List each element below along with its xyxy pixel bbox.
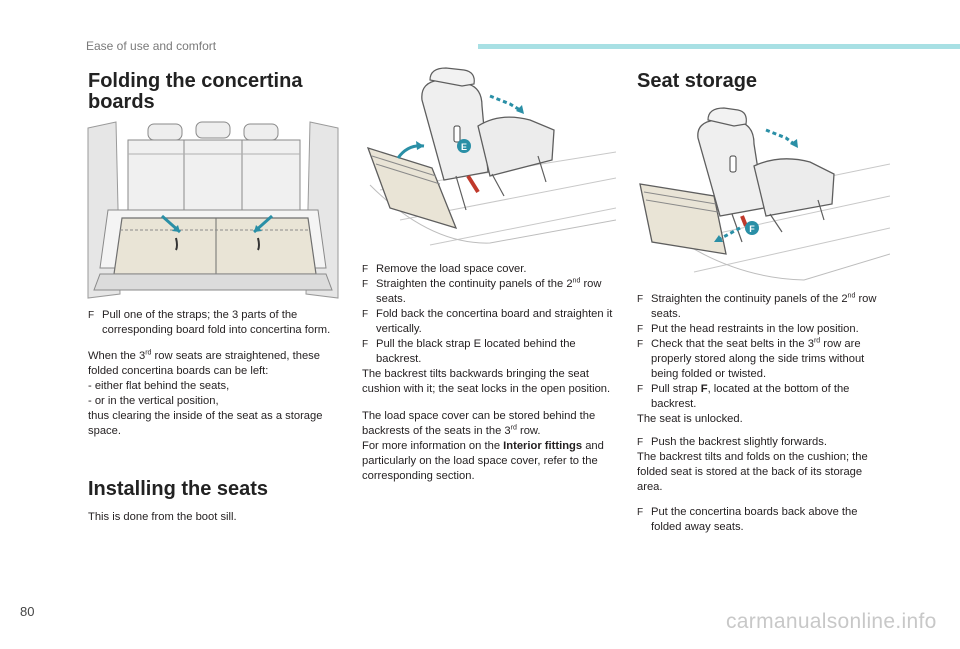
storage-illustration: F (634, 104, 890, 284)
boot-illustration (86, 118, 340, 300)
watermark: carmanualsonline.info (726, 610, 937, 633)
header-rule (478, 44, 960, 49)
cover-storage-note: The load space cover can be stored behin… (362, 410, 596, 437)
installing-title: Installing the seats (88, 478, 269, 500)
callout-e: E (461, 142, 467, 152)
more-info-note: For more information on the Interior fit… (362, 440, 604, 482)
folding-closing: thus clearing the inside of the seat as … (88, 410, 323, 437)
installing-intro: This is done from the boot sill. (88, 511, 237, 523)
section-label: Ease of use and comfort (86, 39, 217, 53)
storage-result: The backrest tilts and folds on the cush… (637, 451, 868, 493)
page-number: 80 (20, 604, 35, 619)
storage-title: Seat storage (637, 70, 758, 92)
unlocked-note: The seat is unlocked. (637, 413, 743, 425)
install-result: The backrest tilts backwards bringing th… (362, 368, 611, 395)
folding-step-1: F Pull one of the straps; the 3 parts of… (88, 309, 331, 336)
callout-f: F (749, 224, 755, 234)
install-illustration: E (360, 60, 616, 248)
folding-title: Folding the concertina boards (88, 70, 303, 113)
folding-list-item: - either flat behind the seats, (88, 380, 230, 392)
bullet-glyph: F (88, 310, 95, 321)
folding-list-item: - or in the vertical position, (88, 395, 219, 407)
folding-text: F Pull one of the straps; the 3 parts of… (88, 308, 340, 439)
folding-paragraph: When the 3rd row seats are straightened,… (88, 349, 320, 377)
